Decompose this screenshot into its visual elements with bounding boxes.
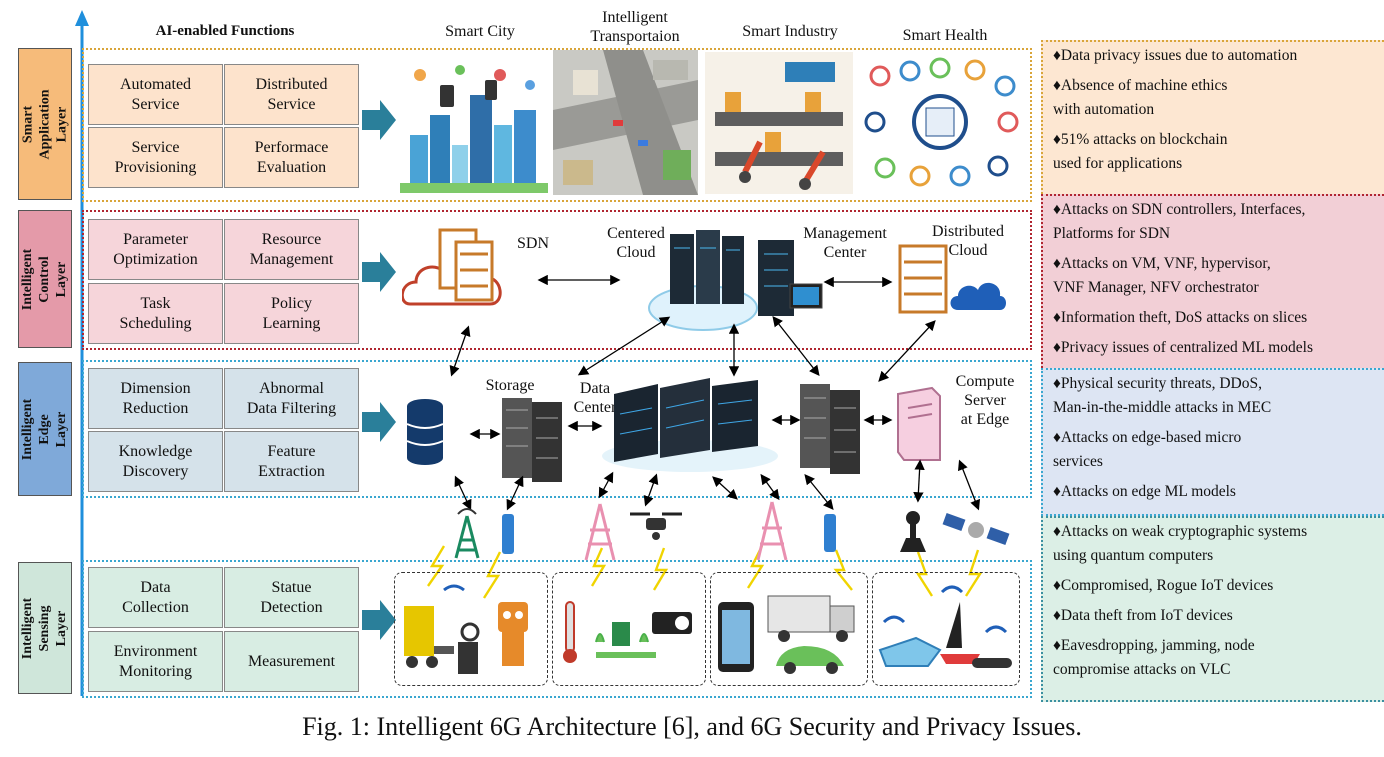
database-icon: [406, 399, 444, 465]
distributed-cloud-label: Distributed Cloud: [932, 223, 1004, 259]
compute-server-label: Compute Server at Edge: [955, 373, 1015, 428]
device-group-industry: [394, 572, 548, 686]
agriculture-devices-icon: [563, 601, 692, 663]
issue-item: ♦Absence of machine ethics with automati…: [1053, 77, 1228, 118]
issues-control: ♦Attacks on SDN controllers, Interfaces,…: [1041, 194, 1384, 372]
flow-arrow-icon: [362, 100, 396, 140]
layer-label-application: Smart Application Layer: [18, 48, 72, 200]
function-service-provisioning: Service Provisioning: [88, 127, 223, 188]
data-center-servers-icon: [602, 378, 778, 472]
centered-cloud-servers-icon: [648, 230, 758, 331]
issue-item: ♦Physical security threats, DDoS, Man-in…: [1053, 375, 1272, 416]
function-data-collection: Data Collection: [88, 567, 223, 628]
function-measurement: Measurement: [224, 631, 359, 692]
smart-city-illustration: [400, 55, 548, 193]
function-task-scheduling: Task Scheduling: [88, 283, 223, 344]
function-abnormal-data-filtering: Abnormal Data Filtering: [224, 368, 359, 429]
issue-item: ♦Data privacy issues due to automation: [1053, 47, 1298, 64]
issues-sensing: ♦Attacks on weak cryptographic systems u…: [1041, 516, 1384, 702]
layer-label-sensing: Intelligent Sensing Layer: [18, 562, 72, 694]
issue-item: ♦Attacks on SDN controllers, Interfaces,…: [1053, 201, 1306, 242]
function-resource-management: Resource Management: [224, 219, 359, 280]
storage-label: Storage: [485, 377, 535, 394]
issue-item: ♦Data theft from IoT devices: [1053, 607, 1233, 624]
function-policy-learning: Policy Learning: [224, 283, 359, 344]
storage-rack-icon: [502, 398, 562, 482]
figure-caption: Fig. 1: Intelligent 6G Architecture [6],…: [302, 712, 1082, 741]
functions-title: AI-enabled Functions: [155, 23, 295, 39]
issue-item: ♦Attacks on edge ML models: [1053, 483, 1236, 500]
access-point-icon: [824, 514, 836, 552]
function-feature-extraction: Feature Extraction: [224, 431, 359, 492]
smart-health-illustration: [860, 56, 1020, 192]
sdn-label: SDN: [516, 235, 549, 252]
vehicle-devices-icon: [718, 595, 855, 674]
flow-arrow-icon: [362, 600, 396, 640]
issue-item: ♦Eavesdropping, jamming, node compromise…: [1053, 637, 1255, 678]
industry-devices-icon: [404, 584, 528, 674]
function-knowledge-discovery: Knowledge Discovery: [88, 431, 223, 492]
function-parameter-optimization: Parameter Optimization: [88, 219, 223, 280]
band-sensing: [82, 560, 1032, 698]
app-title-transportation: Intelligent Transportaion: [590, 9, 680, 45]
compute-server-icon: [897, 386, 941, 461]
issue-item: ♦Privacy issues of centralized ML models: [1053, 339, 1314, 356]
satellite-icon: [942, 512, 1010, 546]
app-title-smart-industry: Smart Industry: [742, 23, 838, 40]
band-application: [82, 48, 1032, 202]
function-automated-service: Automated Service: [88, 64, 223, 125]
layer-label-edge: Intelligent Edge Layer: [18, 362, 72, 496]
issue-item: ♦Compromised, Rogue IoT devices: [1053, 577, 1274, 594]
band-control: [82, 210, 1032, 350]
drone-icon: [630, 512, 682, 540]
function-performance-evaluation: Performace Evaluation: [224, 127, 359, 188]
centered-cloud-label: Centered Cloud: [607, 225, 665, 261]
access-point-icon: [502, 514, 514, 554]
app-title-smart-health: Smart Health: [902, 27, 988, 44]
issues-edge: ♦Physical security threats, DDoS, Man-in…: [1041, 368, 1384, 516]
issue-item: ♦Attacks on edge-based micro services: [1053, 429, 1242, 470]
device-group-vehicles: [710, 572, 868, 686]
function-statue-detection: Statue Detection: [224, 567, 359, 628]
flow-arrow-icon: [362, 252, 396, 292]
cell-tower-icon: [454, 508, 480, 559]
function-dimension-reduction: Dimension Reduction: [88, 368, 223, 429]
cell-tower-pink-icon: [584, 503, 616, 561]
issue-item: ♦Attacks on weak cryptographic systems u…: [1053, 523, 1308, 564]
issue-item: ♦Attacks on VM, VNF, hypervisor, VNF Man…: [1053, 255, 1271, 296]
device-group-agriculture: [552, 572, 706, 686]
data-center-label: Data Center: [573, 380, 617, 416]
issue-item: ♦51% attacks on blockchain used for appl…: [1053, 131, 1228, 172]
edge-rack-icon: [800, 384, 860, 474]
band-edge: [82, 360, 1032, 498]
maritime-devices-icon: [878, 585, 1012, 668]
distributed-cloud-icon: [898, 244, 1006, 314]
management-center-server-icon: [758, 240, 823, 316]
sdn-cloud-icon: [402, 228, 502, 306]
buoy-icon: [900, 511, 926, 552]
cell-tower-pink-icon: [756, 501, 788, 561]
management-center-label: Management Center: [803, 225, 887, 261]
app-title-smart-city: Smart City: [445, 23, 515, 40]
layer-label-control: Intelligent Control Layer: [18, 210, 72, 348]
intelligent-transportation-illustration: [553, 50, 698, 195]
function-environment-monitoring: Environment Monitoring: [88, 631, 223, 692]
connection-arrows: [427, 274, 983, 599]
issues-application: ♦Data privacy issues due to automation ♦…: [1041, 40, 1384, 198]
smart-industry-illustration: [705, 52, 853, 194]
flow-arrow-icon: [362, 402, 396, 442]
function-distributed-service: Distributed Service: [224, 64, 359, 125]
issue-item: ♦Information theft, DoS attacks on slice…: [1053, 309, 1308, 326]
device-group-maritime: [872, 572, 1020, 686]
